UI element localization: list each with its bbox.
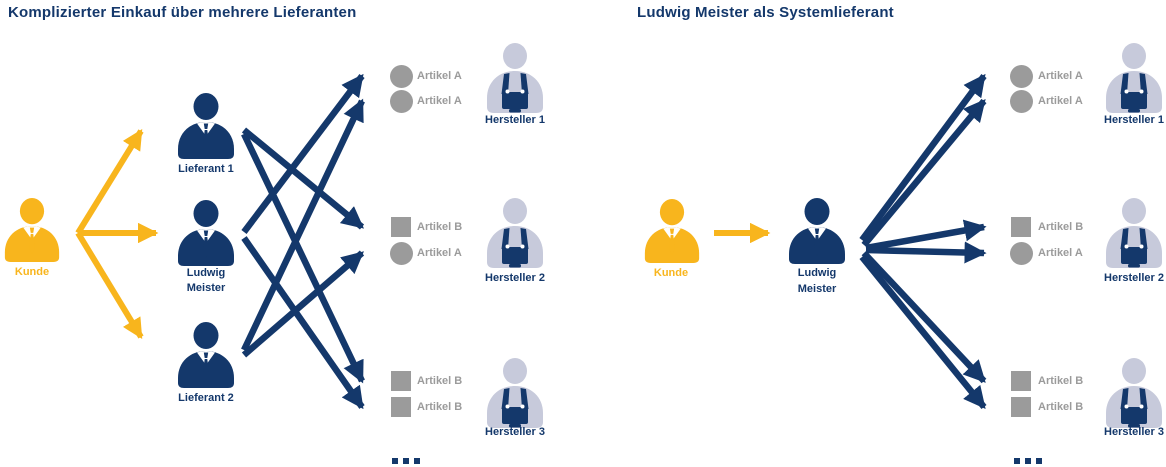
- article-b-square: [1011, 397, 1031, 417]
- right-panel-title: Ludwig Meister als Systemlieferant: [637, 4, 894, 21]
- systemsupplier-label-line2: Meister: [797, 283, 837, 295]
- supplier3-icon: [174, 322, 238, 388]
- manufacturer1-icon: [1102, 43, 1166, 113]
- supplier1-icon: [174, 93, 238, 159]
- systemsupplier-label-line1: Ludwig: [797, 267, 837, 279]
- manufacturer3-icon: [483, 358, 547, 428]
- supplier2-label-line1: Ludwig: [186, 267, 226, 279]
- manufacturer3-icon: [1102, 358, 1166, 428]
- ellipsis-dots: [1014, 458, 1042, 464]
- article-label: Artikel B: [1038, 221, 1084, 233]
- article-b-square: [391, 371, 411, 391]
- systemsupplier-to-articles-arrows: [859, 73, 987, 410]
- manufacturer1-icon: [483, 43, 547, 113]
- article-a-circle: [390, 65, 413, 88]
- article-label: Artikel A: [1038, 95, 1083, 107]
- article-label: Artikel A: [1038, 70, 1083, 82]
- article-b-square: [1011, 371, 1031, 391]
- customer-label: Kunde: [14, 266, 50, 278]
- customer-label: Kunde: [653, 267, 689, 279]
- manufacturer1-label: Hersteller 1: [485, 114, 545, 126]
- article-label: Artikel A: [417, 247, 462, 259]
- article-label: Artikel B: [1038, 401, 1084, 413]
- supplier3-label: Lieferant 2: [178, 392, 234, 404]
- manufacturer2-label: Hersteller 2: [1104, 272, 1164, 284]
- manufacturer2-icon: [483, 198, 547, 268]
- article-label: Artikel A: [417, 70, 462, 82]
- article-label: Artikel A: [1038, 247, 1083, 259]
- supplier2-label-line2: Meister: [186, 282, 226, 294]
- manufacturer2-icon: [1102, 198, 1166, 268]
- article-label: Artikel A: [417, 95, 462, 107]
- left-panel-title: Komplizierter Einkauf über mehrere Liefe…: [8, 4, 357, 21]
- article-label: Artikel B: [417, 375, 463, 387]
- supplier2-icon: [174, 200, 238, 266]
- ellipsis-dots: [392, 458, 420, 464]
- customer-icon: [1, 197, 63, 263]
- article-a-circle: [390, 242, 413, 265]
- article-b-square: [391, 217, 411, 237]
- supplier1-label: Lieferant 1: [178, 163, 234, 175]
- article-b-square: [1011, 217, 1031, 237]
- manufacturer3-label: Hersteller 3: [485, 426, 545, 438]
- article-a-circle: [390, 90, 413, 113]
- manufacturer3-label: Hersteller 3: [1104, 426, 1164, 438]
- article-a-circle: [1010, 242, 1033, 265]
- article-b-square: [391, 397, 411, 417]
- customer-icon: [641, 198, 703, 264]
- manufacturer2-label: Hersteller 2: [485, 272, 545, 284]
- systemsupplier-icon: [785, 198, 849, 264]
- manufacturer1-label: Hersteller 1: [1104, 114, 1164, 126]
- article-label: Artikel B: [417, 221, 463, 233]
- article-label: Artikel B: [417, 401, 463, 413]
- suppliers-to-articles-arrows: [241, 73, 365, 410]
- article-a-circle: [1010, 65, 1033, 88]
- article-label: Artikel B: [1038, 375, 1084, 387]
- customer-to-suppliers-arrows: [75, 128, 159, 340]
- article-a-circle: [1010, 90, 1033, 113]
